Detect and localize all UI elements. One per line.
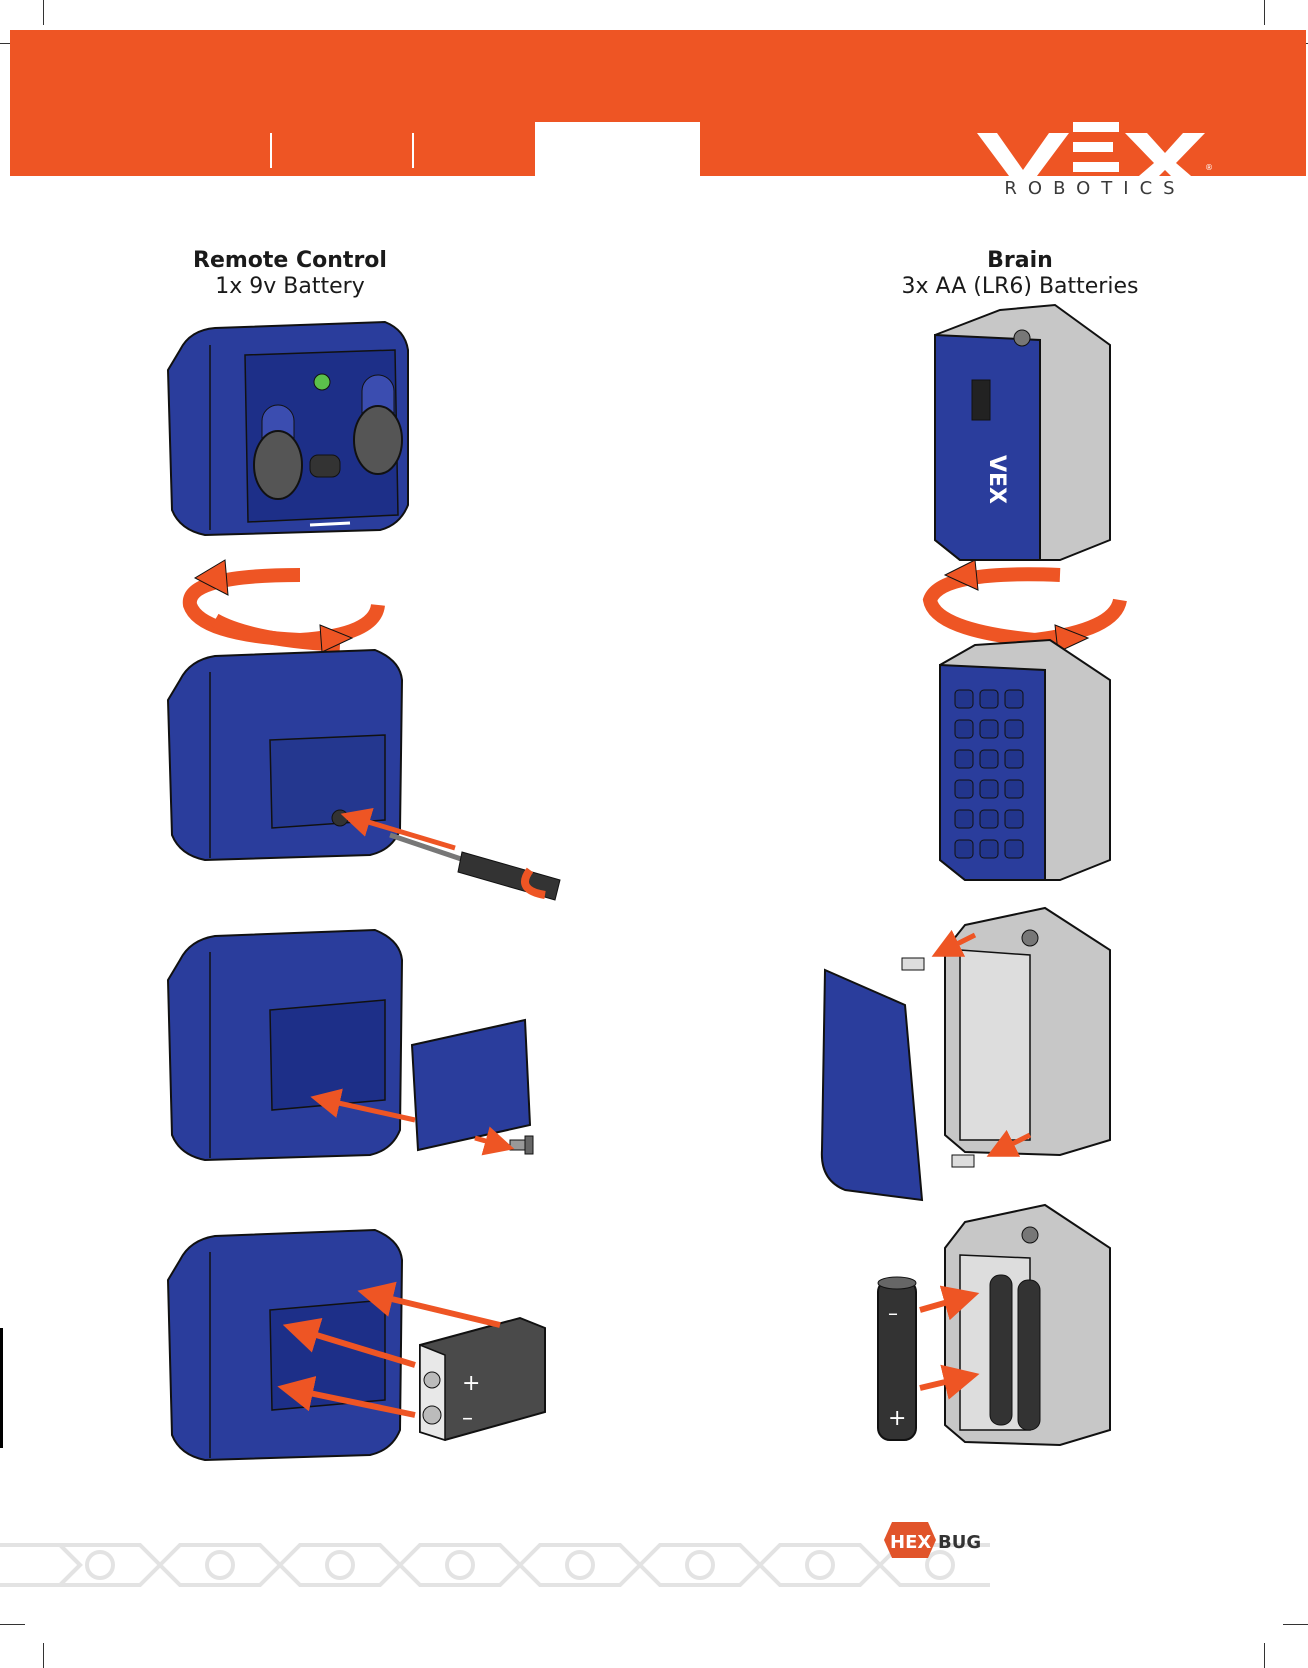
- battery-aa-positive: +: [888, 1406, 906, 1431]
- remote-front: [168, 322, 408, 535]
- brain-back: [940, 640, 1110, 880]
- svg-text:VEX: VEX: [984, 455, 1009, 504]
- brain-cover: [822, 970, 922, 1200]
- battery-9v-negative: –: [462, 1406, 473, 1431]
- brain-battery-bay: [945, 1205, 1110, 1445]
- screw-arrow: [475, 1138, 500, 1145]
- screw: [952, 1155, 974, 1167]
- battery-aa-negative: –: [888, 1301, 898, 1325]
- remote-back: [168, 650, 402, 860]
- svg-text:HEX: HEX: [890, 1532, 931, 1553]
- screw: [902, 958, 924, 970]
- svg-text:BUG: BUG: [938, 1532, 981, 1553]
- battery-cover: [412, 1020, 530, 1150]
- remote-open: [168, 930, 402, 1160]
- remote-battery-bay: [168, 1230, 402, 1460]
- battery-9v-positive: +: [462, 1371, 480, 1396]
- brain-front: VEX: [935, 305, 1110, 560]
- screw: [510, 1136, 533, 1154]
- brain-open: [945, 908, 1110, 1155]
- rotate-arrow-brain: [930, 574, 1120, 640]
- battery-9v: [420, 1318, 545, 1440]
- footer-hex-pattern: [0, 1530, 990, 1600]
- hexbug-logo: HEX BUG: [882, 1520, 992, 1560]
